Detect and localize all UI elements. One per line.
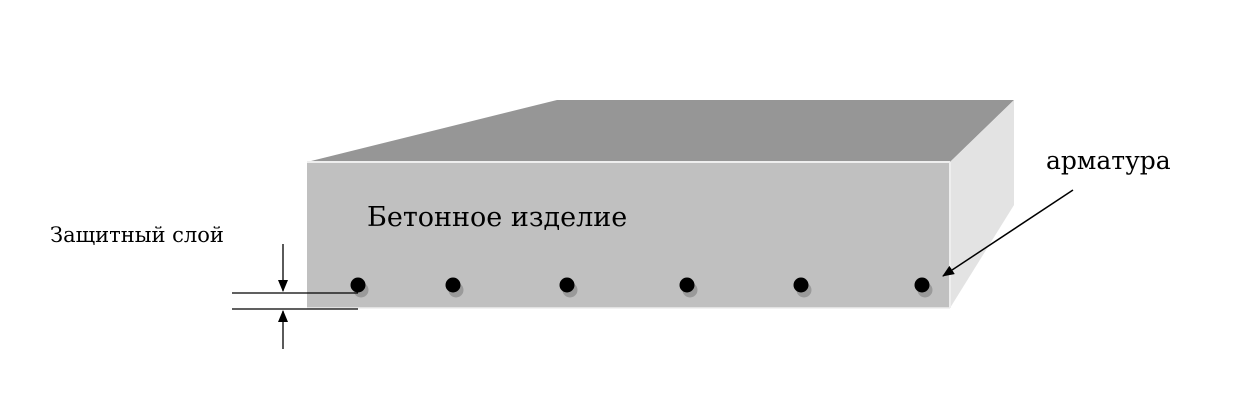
cover-dimension	[232, 244, 358, 349]
rebar-dot	[559, 277, 575, 293]
protective-cover-label: Защитный слой	[50, 223, 224, 247]
rebar-dot	[350, 277, 366, 293]
rebar-callout-arrow	[942, 189, 1074, 277]
rebar-dot	[793, 277, 809, 293]
rebar-dot	[679, 277, 695, 293]
slab-top-face	[307, 100, 1014, 162]
rebar-row	[350, 277, 933, 298]
slab-front-face	[307, 162, 950, 308]
rebar-label: арматура	[1046, 146, 1171, 175]
concrete-product-label: Бетонное изделие	[367, 202, 628, 233]
rebar-dot	[445, 277, 461, 293]
rebar-dot	[914, 277, 930, 293]
slab-side-face	[950, 100, 1014, 308]
